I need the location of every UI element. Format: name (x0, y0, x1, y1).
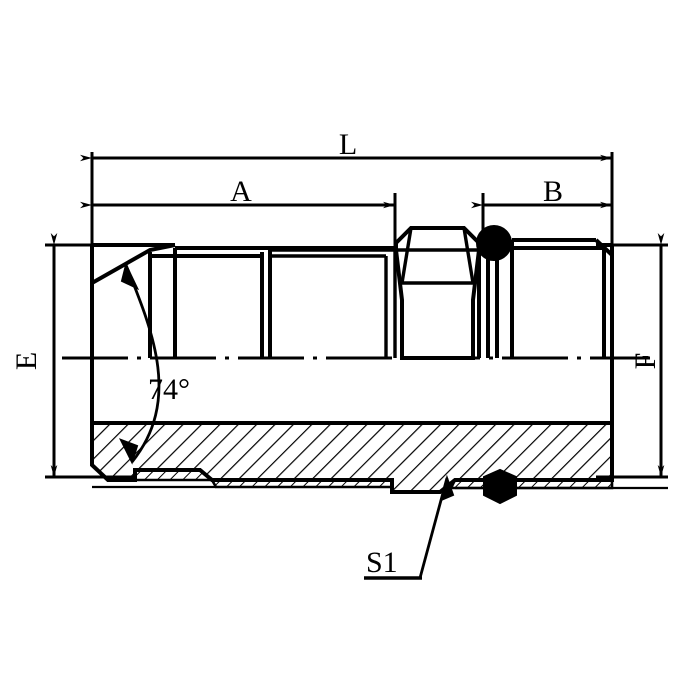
dimension-lines (50, 154, 665, 477)
flare-angle-leader (118, 262, 161, 465)
dimension-label-L: L (339, 128, 357, 161)
dimension-label-F: F (629, 353, 662, 370)
dimension-label-B: B (543, 175, 563, 208)
o-ring-lower (483, 468, 517, 505)
dimension-label-A: A (230, 175, 252, 208)
flare-angle-label: 74° (148, 373, 190, 406)
right-thread-crest-strip (448, 478, 614, 490)
left-thread-profile (270, 248, 397, 358)
hex-size-callout-label: S1 (366, 546, 398, 579)
right-port-outline (477, 238, 614, 465)
left-thread-crest-strip (133, 468, 394, 489)
hex-flats-upper (394, 226, 481, 360)
upper-body-outline (90, 243, 395, 465)
hex-chamfer-lines (396, 227, 479, 285)
s1-callout-leader (364, 474, 455, 580)
dimension-label-E: E (10, 352, 43, 370)
